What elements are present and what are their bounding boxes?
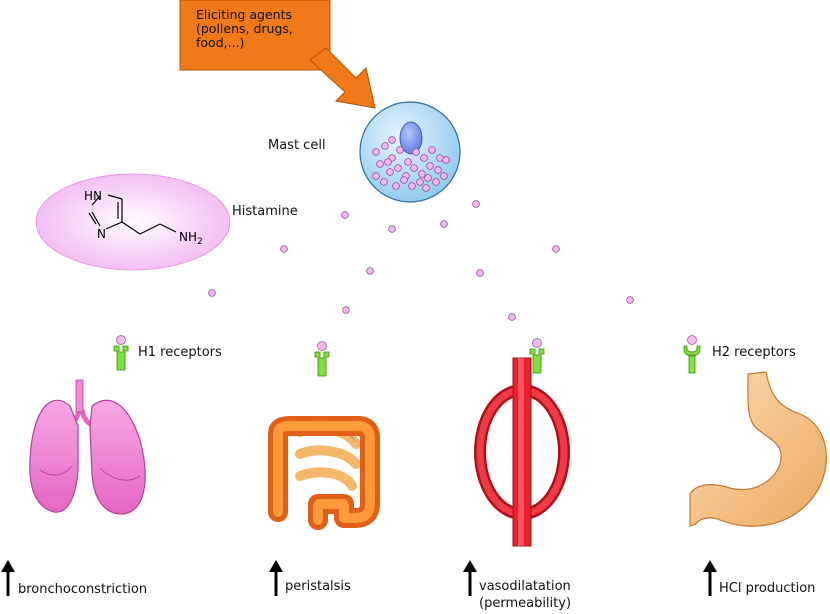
h2-receptors-label: H2 receptors (712, 345, 796, 360)
histamine-granule (508, 313, 516, 321)
h1-receptor-intestine (314, 341, 330, 377)
histamine-granule (376, 160, 384, 168)
histamine-granule (386, 168, 394, 176)
increase-arrow-bronchoconstriction (1, 560, 15, 596)
histamine-granule (432, 178, 440, 186)
histamine-granule (372, 148, 380, 156)
histamine-granule (380, 178, 388, 186)
callout-arrow (309, 47, 376, 109)
histamine-granule (208, 289, 216, 297)
histamine-granule (400, 176, 408, 184)
free-histamine-granules (208, 200, 634, 321)
histamine-granule (366, 267, 374, 275)
histamine-granule (388, 136, 396, 144)
histamine-granule (476, 269, 484, 277)
histamine-granule (394, 164, 402, 172)
mast-cell-nucleus (399, 121, 423, 155)
lungs-organ (29, 379, 146, 515)
histamine-label: Histamine (232, 204, 298, 219)
callout-text: Eliciting agents (pollens, drugs, food,.… (196, 7, 293, 50)
histamine-granule (412, 148, 420, 156)
histamine-granule (384, 158, 392, 166)
h1-receptors-label: H1 receptors (138, 345, 222, 360)
histamine-granule (381, 142, 389, 150)
histamine-granule (426, 162, 434, 170)
histamine-granule (396, 146, 404, 154)
histamine-granule (280, 245, 288, 253)
histamine-granule (424, 174, 432, 182)
h2-receptor-stomach (683, 335, 701, 374)
mast-cell-granules (372, 136, 450, 192)
histamine-granule (442, 156, 450, 164)
histamine-granule (416, 178, 424, 186)
effect-bronchoconstriction: bronchoconstriction (18, 582, 148, 597)
histamine-granule (440, 172, 448, 180)
histamine-granule (341, 211, 349, 219)
intestine-organ (268, 416, 380, 530)
h1-receptor-vessel (529, 338, 545, 374)
histamine-granule (404, 158, 412, 166)
histamine-granule (552, 245, 560, 253)
mast-cell (359, 101, 461, 203)
effect-hcl-production: HCl production (719, 581, 816, 596)
increase-arrow-hcl (703, 560, 717, 596)
histamine-granule (472, 200, 480, 208)
histamine-granule (418, 170, 426, 178)
histamine-granule (434, 166, 442, 174)
histamine-granule (440, 220, 448, 228)
effect-permeability: (permeability) (479, 596, 572, 611)
effect-peristalsis: peristalsis (285, 579, 351, 594)
mast-cell-label: Mast cell (268, 138, 326, 153)
histamine-granule (420, 154, 428, 162)
histamine-granule (392, 182, 400, 190)
increase-arrow-vasodilatation (463, 560, 477, 596)
histamine-granule (342, 306, 350, 314)
increase-arrow-peristalsis (269, 560, 283, 596)
histamine-granule (388, 225, 396, 233)
blood-vessel-organ (474, 357, 570, 547)
molecule-nh2: NH2 (179, 230, 203, 247)
eliciting-agents-callout (179, 0, 376, 109)
histamine-granule (626, 296, 634, 304)
histamine-granule (372, 172, 380, 180)
histamine-structure (88, 194, 177, 235)
effect-vasodilatation: vasodilatation (479, 579, 571, 594)
molecule-n: N (97, 227, 106, 241)
h1-receptor-lung (113, 335, 129, 371)
histamine-granule (428, 146, 436, 154)
histamine-granule (410, 164, 418, 172)
histamine-granule (408, 182, 416, 190)
stomach-organ (689, 371, 827, 527)
histamine-molecule-bubble: HN N NH2 (35, 173, 231, 271)
molecule-hn: HN (84, 189, 102, 203)
histamine-granule (422, 184, 430, 192)
